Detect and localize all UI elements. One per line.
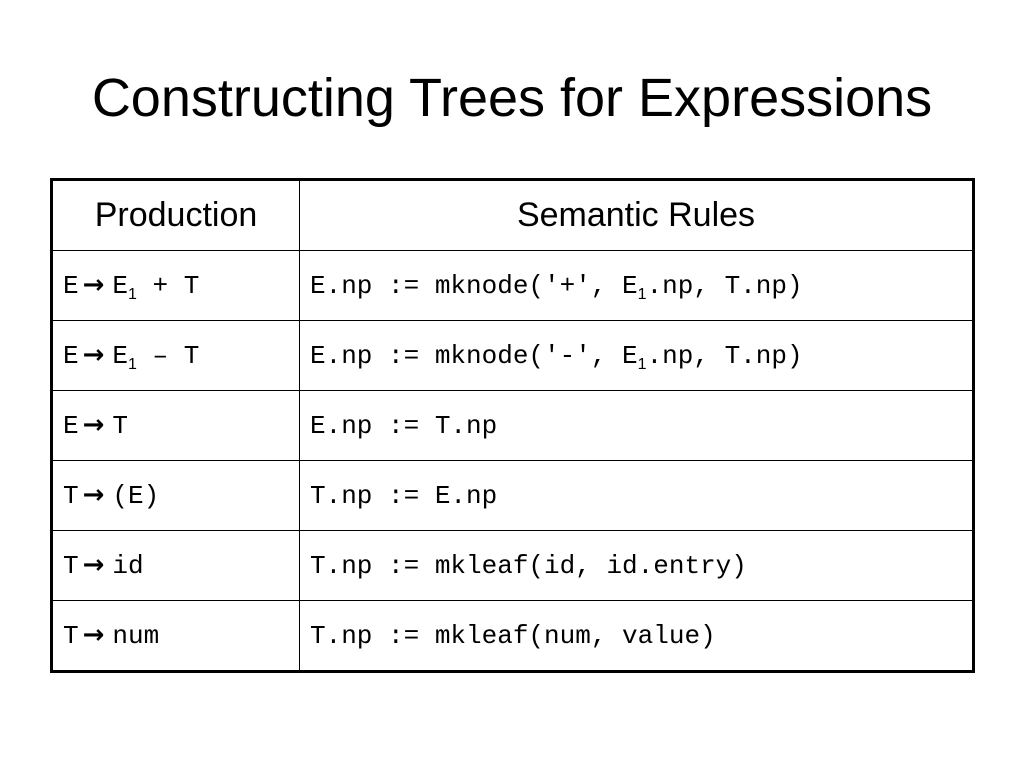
production-rhs-subscript: 1 bbox=[128, 286, 137, 303]
semantic-rule-cell: T.np := mkleaf(num, value) bbox=[299, 600, 974, 672]
production-rhs: T bbox=[112, 411, 129, 441]
header-semantic-rules: Semantic Rules bbox=[299, 179, 974, 251]
semantic-rule-text: E.np := T.np bbox=[310, 410, 498, 441]
semantic-rule-subscript: 1 bbox=[637, 285, 647, 303]
semantic-rule-text: T.np := mkleaf(num, value) bbox=[310, 620, 716, 651]
semantic-rule-cell: E.np := mknode('-', E1.np, T.np) bbox=[299, 320, 974, 391]
table-row: E→T E.np := T.np bbox=[51, 390, 974, 461]
semantic-rule-cell: T.np := mkleaf(id, id.entry) bbox=[299, 530, 974, 601]
right-arrow-icon: → bbox=[82, 620, 105, 650]
semantic-rule-text: E.np := mknode('-', E bbox=[310, 340, 638, 371]
right-arrow-icon: → bbox=[82, 410, 105, 440]
semantic-rule-subscript: 1 bbox=[637, 355, 647, 373]
production-lhs: E bbox=[63, 341, 79, 371]
production-rhs: E bbox=[112, 341, 129, 371]
production-rhs: num bbox=[112, 621, 160, 651]
semantic-rule-text-rest: .np, T.np) bbox=[646, 340, 803, 371]
semantic-rule-cell: E.np := mknode('+', E1.np, T.np) bbox=[299, 250, 974, 321]
semantic-rule-text: E.np := mknode('+', E bbox=[310, 270, 638, 301]
semantic-rule-text: T.np := E.np bbox=[310, 480, 498, 511]
right-arrow-icon: → bbox=[82, 550, 105, 580]
right-arrow-icon: → bbox=[82, 480, 105, 510]
production-rhs: (E) bbox=[112, 481, 160, 511]
production-lhs: T bbox=[63, 551, 79, 581]
header-production: Production bbox=[51, 179, 300, 251]
semantic-rule-text-rest: .np, T.np) bbox=[646, 270, 803, 301]
production-lhs: E bbox=[63, 271, 79, 301]
production-rhs-rest: + T bbox=[136, 271, 200, 301]
production-rhs-subscript: 1 bbox=[128, 356, 137, 373]
production-lhs: E bbox=[63, 411, 79, 441]
right-arrow-icon: → bbox=[82, 270, 105, 300]
slide-title: Constructing Trees for Expressions bbox=[91, 68, 933, 128]
semantic-rule-cell: T.np := E.np bbox=[299, 460, 974, 531]
production-lhs: T bbox=[63, 621, 79, 651]
production-cell: T→id bbox=[51, 530, 300, 601]
semantic-rule-text: T.np := mkleaf(id, id.entry) bbox=[310, 550, 747, 581]
right-arrow-icon: → bbox=[82, 340, 105, 370]
semantic-rule-cell: E.np := T.np bbox=[299, 390, 974, 461]
production-rhs: E bbox=[112, 271, 129, 301]
production-cell: E→E1 + T bbox=[51, 250, 300, 321]
table-row: T→id T.np := mkleaf(id, id.entry) bbox=[51, 530, 974, 601]
table-row: T→(E) T.np := E.np bbox=[51, 460, 974, 531]
table-row: T→num T.np := mkleaf(num, value) bbox=[51, 600, 974, 672]
production-cell: T→(E) bbox=[51, 460, 300, 531]
production-cell: T→num bbox=[51, 600, 300, 672]
table-header-row: Production Semantic Rules bbox=[51, 179, 974, 251]
production-lhs: T bbox=[63, 481, 79, 511]
production-cell: E→E1 – T bbox=[51, 320, 300, 391]
production-rhs-rest: – T bbox=[136, 341, 200, 371]
production-rhs: id bbox=[112, 551, 144, 581]
production-cell: E→T bbox=[51, 390, 300, 461]
